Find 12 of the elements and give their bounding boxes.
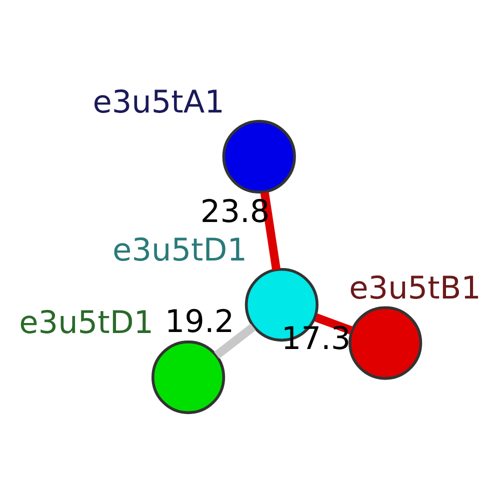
node-label: e3u5tA1 bbox=[92, 84, 224, 120]
edge-label: 19.2 bbox=[164, 304, 234, 340]
node-label: e3u5tD1 bbox=[112, 232, 248, 268]
node-circle bbox=[348, 306, 422, 380]
edge-label: 17.3 bbox=[281, 320, 351, 357]
node-circle bbox=[222, 120, 296, 194]
connector bbox=[260, 192, 281, 270]
connector bbox=[214, 324, 256, 359]
node-label: e3u5tD1 bbox=[19, 304, 154, 341]
node-circle bbox=[151, 340, 226, 414]
connector bbox=[314, 313, 353, 334]
node-label: e3u5tB1 bbox=[349, 270, 481, 307]
